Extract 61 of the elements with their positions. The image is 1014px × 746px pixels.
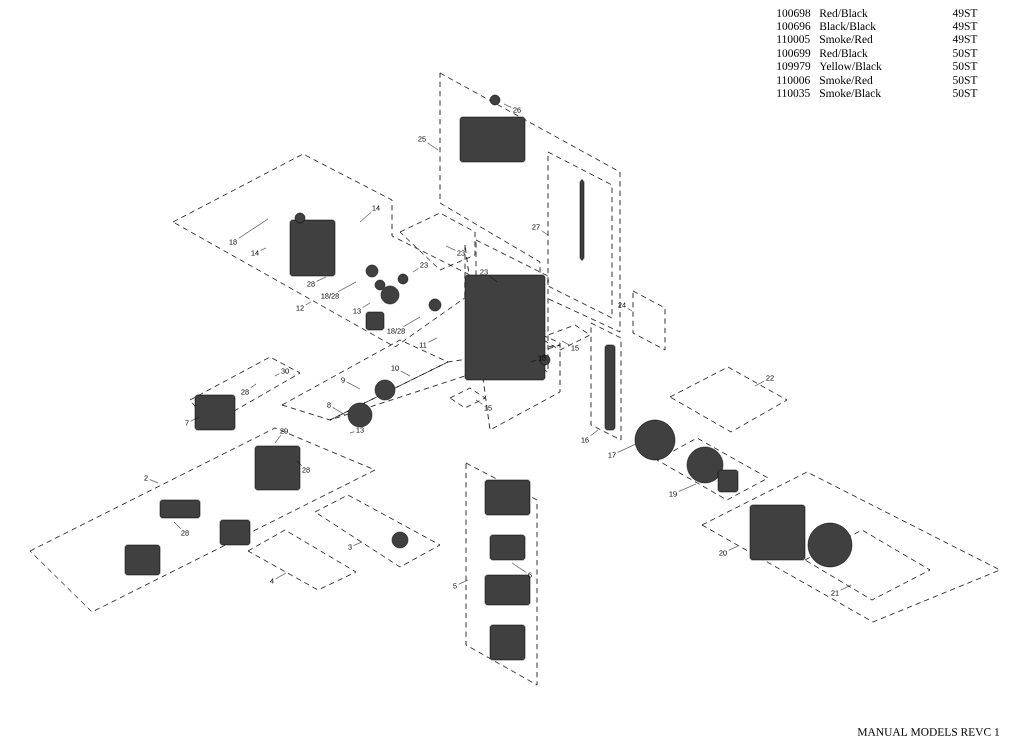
leader-line: [337, 281, 357, 292]
leader-line: [428, 337, 438, 343]
table-cell: 100699: [777, 49, 811, 57]
leader-line: [541, 230, 549, 236]
table-cell: 50ST: [953, 76, 978, 84]
table-cell: 110035: [777, 89, 810, 97]
leader-line: [260, 247, 267, 251]
leader-line: [458, 579, 469, 585]
leader-line: [359, 211, 372, 223]
table-cell: Smoke/Black: [820, 89, 882, 98]
leader-line: [149, 479, 159, 484]
leader-line: [511, 562, 527, 573]
leader-line: [445, 245, 456, 251]
leader-line: [173, 521, 182, 530]
leader-line: [475, 399, 483, 405]
leader-line: [346, 381, 361, 390]
leader-line: [412, 268, 419, 273]
leader-line: [332, 407, 346, 416]
leader-line: [678, 483, 697, 492]
leader-line: [238, 218, 269, 239]
table-cell: 49ST: [952, 9, 978, 17]
table-cell: 100696: [777, 22, 811, 30]
table-cell: 49ST: [952, 22, 978, 30]
table-cell: Yellow/Black: [819, 61, 882, 71]
leader-line: [296, 460, 303, 467]
table-cell: 110005: [777, 35, 810, 43]
table-cell: 109979: [777, 62, 811, 70]
leader-line: [250, 383, 257, 389]
leader-line: [754, 380, 765, 387]
leader-line: [362, 302, 371, 308]
table-cell: 49ST: [952, 35, 978, 43]
leader-line: [353, 541, 363, 546]
leader-line: [305, 301, 312, 306]
leader-line: [561, 340, 570, 346]
table-cell: Smoke/Red: [820, 35, 873, 44]
footer-text: MANUAL MODELS REVC 1: [857, 728, 1000, 736]
leader-line: [190, 416, 200, 422]
table-cell: 100698: [777, 9, 811, 17]
leader-line: [403, 316, 421, 327]
table-cell: 110006: [777, 76, 810, 84]
leader-line: [427, 142, 439, 151]
leader-line: [503, 103, 512, 108]
leader-line: [627, 308, 633, 312]
table-cell: Black/Black: [819, 22, 876, 31]
table-cell: 50ST: [953, 89, 978, 97]
leader-line: [489, 275, 498, 283]
table-cell: Smoke/Red: [820, 75, 873, 85]
leader-line: [275, 572, 287, 580]
leader-line: [316, 276, 327, 282]
table-cell: 50ST: [953, 49, 978, 57]
leader-line: [349, 431, 355, 434]
leader-line: [617, 443, 637, 453]
leader-line: [840, 584, 852, 591]
table-cell: Red/Black: [819, 9, 868, 18]
leader-line: [728, 545, 739, 551]
table-cell: Red/Black: [819, 49, 868, 58]
leader-line: [400, 370, 411, 377]
leader-line: [274, 373, 280, 377]
leader-line: [590, 429, 599, 437]
leader-line: [274, 434, 282, 444]
table-cell: 50ST: [953, 62, 978, 70]
